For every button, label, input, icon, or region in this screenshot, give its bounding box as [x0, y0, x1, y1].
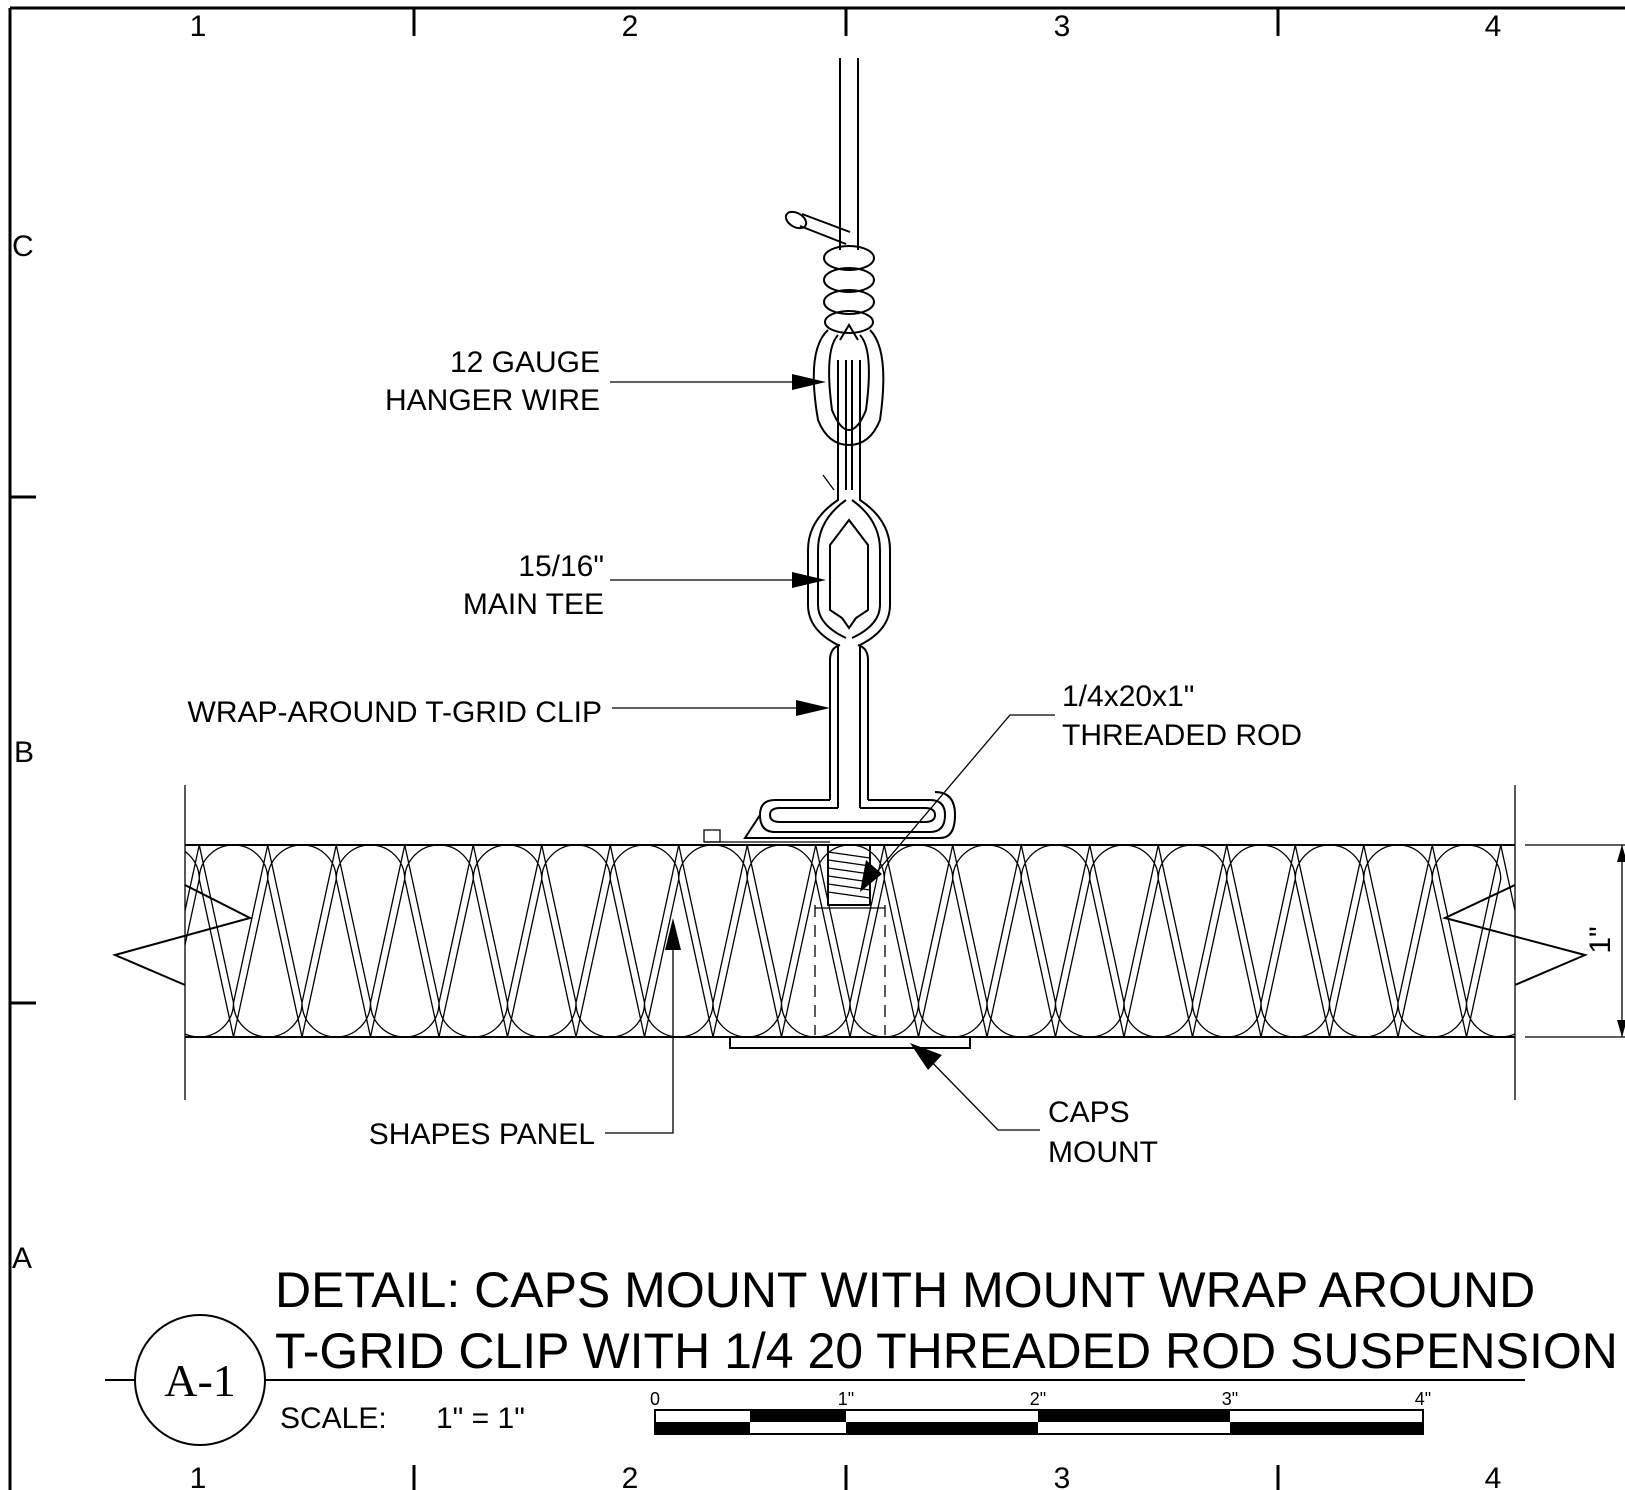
scale-label: SCALE: [280, 1402, 387, 1435]
scale-tick-3: 3" [1222, 1389, 1238, 1409]
grid-row-a: A [12, 1242, 32, 1275]
title-line-2: T-GRID CLIP WITH 1/4 20 THREADED ROD SUS… [275, 1323, 1618, 1379]
grid-col-4-top: 4 [1485, 10, 1502, 43]
dimension-label: 1" [1584, 926, 1617, 953]
grid-col-2-bottom: 2 [622, 1462, 639, 1490]
label-hanger-wire-2: HANGER WIRE [385, 384, 600, 417]
scale-tick-4: 4" [1415, 1389, 1431, 1409]
main-tee [703, 360, 957, 843]
detail-bubble-id: A-1 [164, 1355, 236, 1406]
label-caps-mount-1: CAPS [1048, 1096, 1130, 1129]
title-line-1: DETAIL: CAPS MOUNT WITH MOUNT WRAP AROUN… [275, 1262, 1535, 1318]
label-threaded-rod-1: 1/4x20x1" [1062, 680, 1194, 713]
scale-tick-2: 2" [1030, 1389, 1046, 1409]
label-caps-mount-2: MOUNT [1048, 1136, 1158, 1169]
grid-col-3-bottom: 3 [1054, 1462, 1071, 1490]
scale-bar [654, 1409, 1424, 1435]
hanger-wire [784, 58, 885, 447]
scale-value: 1" = 1" [436, 1402, 525, 1435]
label-main-tee-2: MAIN TEE [463, 588, 604, 621]
grid-col-1-top: 1 [190, 10, 207, 43]
grid-col-4-bottom: 4 [1485, 1462, 1502, 1490]
grid-col-1-bottom: 1 [190, 1462, 207, 1490]
label-hanger-wire-1: 12 GAUGE [450, 346, 600, 379]
dimension-line [1525, 844, 1625, 1038]
grid-col-2-top: 2 [622, 10, 639, 43]
caps-mount [729, 1037, 971, 1049]
scale-tick-1: 1" [838, 1389, 854, 1409]
title-block [105, 1314, 1525, 1446]
insulation-pattern [185, 845, 1515, 1037]
grid-row-b: B [14, 736, 34, 769]
sheet-border [8, 6, 1625, 1490]
leaders [605, 374, 1055, 1134]
scale-tick-0: 0 [650, 1389, 660, 1409]
grid-col-3-top: 3 [1054, 10, 1071, 43]
shapes-panel [111, 785, 1589, 1100]
label-clip: WRAP-AROUND T-GRID CLIP [188, 696, 602, 729]
label-shapes-panel: SHAPES PANEL [369, 1118, 595, 1151]
label-threaded-rod-2: THREADED ROD [1062, 719, 1302, 752]
label-main-tee-1: 15/16" [518, 550, 604, 583]
grid-row-c: C [12, 230, 34, 263]
